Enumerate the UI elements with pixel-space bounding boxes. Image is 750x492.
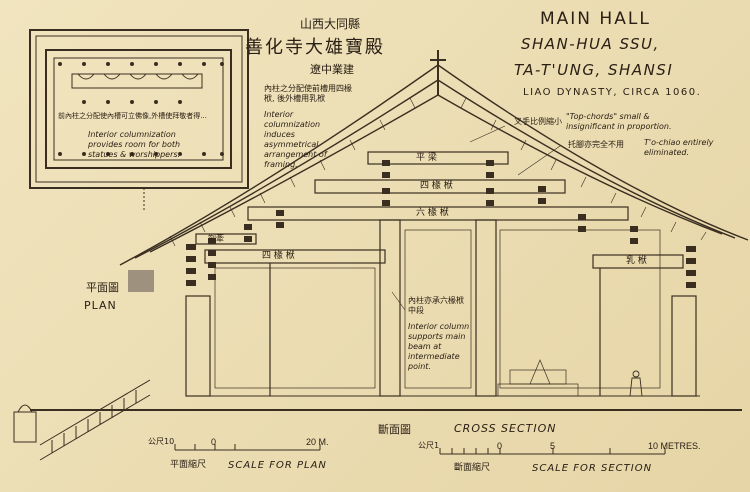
- plan-scale-label-en: SCALE FOR PLAN: [228, 460, 327, 471]
- title-line-2: SHAN-HUA SSU,: [521, 35, 660, 53]
- plan-scale-bar: [174, 444, 321, 451]
- beams: [195, 151, 684, 269]
- section-scale-label-zh: 斷面縮尺: [454, 463, 491, 473]
- beam-label-sizhuan-left: 四 椽 栿: [262, 251, 295, 261]
- plan-hall-outline: [45, 49, 232, 169]
- plan-label-zh: 平面圖: [86, 281, 119, 294]
- beam-label-zhaqian: 劄牽: [208, 234, 224, 243]
- beam-label-ruzhuan: 乳 栿: [626, 256, 647, 266]
- title-line-1: MAIN HALL: [540, 9, 651, 29]
- interior-column-note-zh: 內柱亦承六椽栿中段: [408, 296, 464, 315]
- beam-label-liuzhuan: 六 椽 栿: [416, 208, 449, 218]
- section-scale-tick-0: 0: [497, 441, 503, 451]
- beam-label-sizhuan-top: 四 椽 栿: [420, 181, 453, 191]
- section-label-en: CROSS SECTION: [454, 422, 557, 435]
- chinese-province: 山西大同縣: [300, 17, 361, 31]
- plan-frame-inner: [35, 35, 243, 183]
- plan-swatch: [128, 270, 154, 292]
- plan-scale-label-zh: 平面縮尺: [170, 460, 207, 470]
- chinese-dynasty: 遼中業建: [310, 63, 354, 76]
- plan-note-en: Interior columnization provides room for…: [88, 130, 181, 159]
- plan-column-grid: [58, 62, 224, 156]
- section-scale-tick-5: 5: [550, 441, 556, 451]
- section-label-zh: 斷面圖: [378, 423, 411, 436]
- interior-column-note-en: Interior column supports main beam at in…: [408, 322, 470, 371]
- section-scale-bar: [439, 448, 666, 455]
- tochiao-note-zh: 托腳亦完全不用: [568, 140, 624, 149]
- title-line-4: LIAO DYNASTY, CIRCA 1060.: [523, 87, 702, 98]
- plan-label-en: PLAN: [84, 299, 117, 312]
- columns: [185, 219, 697, 397]
- section-scale-unit: 公尺1: [418, 441, 440, 450]
- asym-note-en: Interior columnization induces asymmetri…: [264, 110, 327, 169]
- top-chords-note-en: "Top-chords" small & insignificant in pr…: [566, 112, 672, 131]
- top-chords-note-zh: 叉手比例縮小: [514, 117, 562, 126]
- tochiao-note-en: T'o-chiao entirely eliminated.: [644, 138, 714, 157]
- plan-frame: [29, 29, 249, 189]
- beam-label-ping: 平 梁: [416, 153, 437, 163]
- roof-tiles: [169, 97, 707, 247]
- plan-scale-tick-20: 20 M.: [306, 437, 329, 447]
- human-figure: [629, 370, 643, 397]
- asym-note-zh: 內柱之分配使前槽用四椽栿, 後外槽用乳栿: [264, 84, 352, 103]
- bracket-sets: [186, 160, 696, 288]
- note-leaders: [391, 125, 561, 311]
- stair-balustrade: [13, 379, 151, 461]
- section-scale-label-en: SCALE FOR SECTION: [532, 463, 653, 474]
- title-line-3: TA-T'UNG, SHANSI: [514, 61, 674, 79]
- chinese-temple-title: 善化寺大雄寶殿: [245, 37, 385, 58]
- plan-inner-outline: [53, 57, 224, 161]
- roof: [119, 50, 749, 266]
- plan-statue-platforms: [71, 73, 203, 89]
- plan-note-zh: 前內柱之分配使內槽可立佛像,外槽使拜敬者得...: [58, 112, 207, 120]
- plan-scale-tick-0: 0: [211, 437, 217, 447]
- section-scale-tick-10: 10 METRES.: [648, 441, 701, 451]
- plan-scale-unit: 公尺10: [148, 437, 175, 446]
